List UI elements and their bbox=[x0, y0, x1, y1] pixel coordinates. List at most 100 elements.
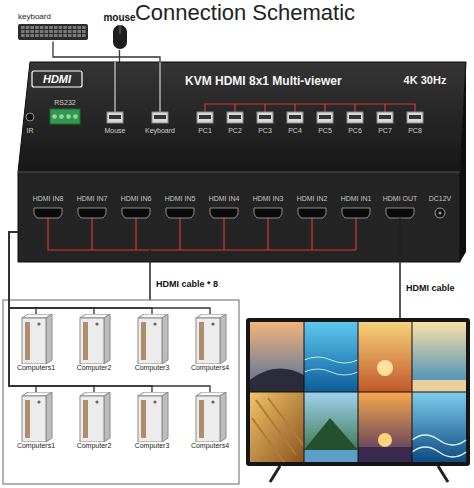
dc-jack bbox=[435, 208, 445, 218]
node-label: Computer3 bbox=[135, 364, 170, 372]
port-label: HDMI IN4 bbox=[209, 195, 240, 203]
tower-side bbox=[220, 314, 226, 364]
cable-connector bbox=[53, 42, 160, 62]
cable-connector bbox=[9, 232, 210, 314]
computer-tower bbox=[130, 392, 174, 442]
computer-node: Computers4 bbox=[188, 392, 232, 450]
tower-panel bbox=[141, 322, 146, 360]
cable-connector bbox=[9, 232, 152, 392]
monitor-stand bbox=[270, 466, 448, 482]
keyboard-key bbox=[26, 30, 30, 33]
node-label: KVM HDMI 8x1 Multi-viewer bbox=[185, 74, 342, 88]
port-label: HDMI IN1 bbox=[341, 195, 372, 203]
hdmi-port bbox=[298, 208, 326, 218]
tower-panel bbox=[199, 400, 204, 438]
keyboard-key bbox=[30, 34, 34, 37]
tower-side bbox=[46, 314, 52, 364]
tower-front bbox=[138, 396, 162, 442]
keyboard-key bbox=[73, 34, 77, 37]
computer-tower bbox=[72, 314, 116, 364]
port-label: HDMI IN7 bbox=[77, 195, 108, 203]
computer-node: Computer2 bbox=[72, 314, 116, 372]
screen-tile bbox=[412, 322, 466, 392]
computer-node: Computers1 bbox=[14, 314, 58, 372]
device-side-face bbox=[460, 62, 466, 262]
power-button bbox=[95, 322, 98, 325]
keyboard-key bbox=[45, 30, 49, 33]
usb-port bbox=[257, 112, 273, 123]
pairing-wire bbox=[205, 104, 415, 112]
keyboard-key bbox=[77, 26, 81, 29]
screen-tile bbox=[358, 322, 412, 392]
keyboard-key bbox=[54, 26, 58, 29]
port-label: HDMI IN3 bbox=[253, 195, 284, 203]
usb-slot bbox=[289, 115, 301, 119]
computer-tower bbox=[14, 314, 58, 364]
usb-slot bbox=[154, 115, 166, 119]
node-label: Computers4 bbox=[191, 442, 229, 450]
port-label: PC1 bbox=[198, 127, 212, 135]
power-button bbox=[211, 322, 214, 325]
usb-slot bbox=[379, 115, 391, 119]
port-label: HDMI IN2 bbox=[297, 195, 328, 203]
node-label: Computers1 bbox=[17, 364, 55, 372]
sun bbox=[377, 360, 393, 376]
tower-panel bbox=[25, 322, 30, 360]
mouse-node: mouse bbox=[102, 12, 137, 50]
hdmi-port bbox=[166, 208, 194, 218]
screen-tile bbox=[358, 392, 412, 462]
usb-slot bbox=[259, 115, 271, 119]
tower-panel bbox=[25, 400, 30, 438]
hdmi-port bbox=[34, 208, 62, 218]
cable-connector bbox=[9, 232, 210, 392]
keyboard-key bbox=[35, 30, 39, 33]
tower-front bbox=[22, 396, 46, 442]
node-label: mouse bbox=[103, 12, 135, 24]
keyboard-key bbox=[73, 30, 77, 33]
usb-port bbox=[347, 112, 363, 123]
tower-front bbox=[138, 318, 162, 364]
power-button bbox=[37, 322, 40, 325]
keyboard-key bbox=[54, 30, 58, 33]
tower-front bbox=[196, 318, 220, 364]
device-housing bbox=[18, 62, 466, 262]
kvm-multiviewer-box: KVM HDMI 8x1 Multi-viewer bbox=[18, 62, 466, 262]
screen-tile bbox=[250, 392, 304, 462]
computer-node: Computers1 bbox=[14, 392, 58, 450]
keyboard-key bbox=[82, 30, 86, 33]
hdmi-port bbox=[342, 208, 370, 218]
hill-silhouette bbox=[250, 369, 304, 392]
port-label: HDMI IN8 bbox=[33, 195, 64, 203]
keyboard-key bbox=[82, 26, 86, 29]
port-label: IR bbox=[27, 127, 34, 135]
keyboard-key bbox=[63, 34, 67, 37]
cable-connector bbox=[9, 232, 152, 314]
usb-port bbox=[287, 112, 303, 123]
keyboard-key bbox=[45, 26, 49, 29]
keyboard-key bbox=[68, 30, 72, 33]
logo-frame bbox=[32, 71, 82, 87]
tower-front bbox=[80, 396, 104, 442]
usb-slot bbox=[199, 115, 211, 119]
tower-panel bbox=[83, 400, 88, 438]
cable-label: HDMI cable * 8 bbox=[156, 279, 218, 290]
tower-panel bbox=[83, 322, 88, 360]
cable-connector bbox=[9, 232, 94, 314]
port-label: RS232 bbox=[54, 99, 75, 107]
port-label: PC8 bbox=[408, 127, 422, 135]
terminal-screw bbox=[73, 114, 78, 119]
keyboard-key bbox=[49, 26, 53, 29]
diagram-title: Connection Schematic bbox=[135, 0, 355, 26]
keyboard-key bbox=[30, 30, 34, 33]
usb-port bbox=[407, 112, 423, 123]
keyboard-key bbox=[40, 30, 44, 33]
port-label: HDMI IN5 bbox=[165, 195, 196, 203]
usb-port bbox=[107, 112, 123, 123]
mouse-body bbox=[113, 25, 127, 49]
keyboard-body bbox=[18, 24, 88, 40]
computer-tower bbox=[188, 392, 232, 442]
power-button bbox=[153, 322, 156, 325]
